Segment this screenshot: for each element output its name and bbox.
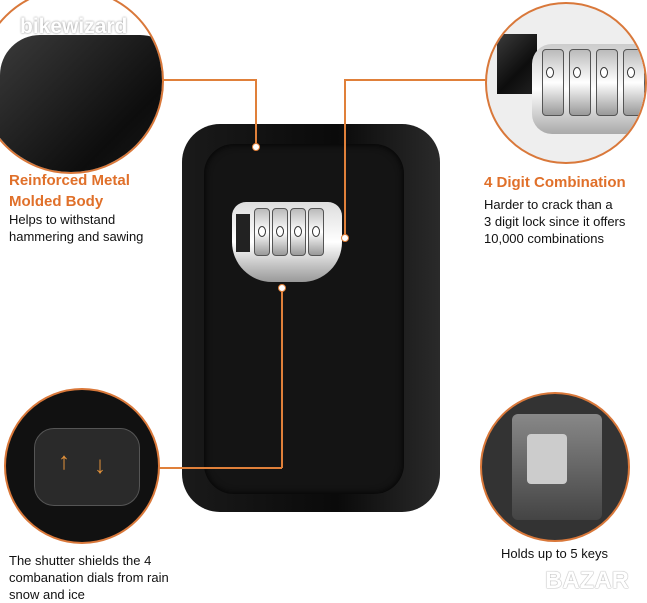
dial-detail-circle xyxy=(485,2,647,164)
shutter-desc-2: combanation dials from rain xyxy=(9,570,169,585)
body-title-2: Molded Body xyxy=(9,193,104,210)
combination-desc-1: Harder to crack than a xyxy=(484,197,613,212)
watermark-top: bikewizard xyxy=(20,15,128,38)
body-desc-1: Helps to withstand xyxy=(9,212,116,227)
lock-box-image xyxy=(182,124,440,512)
keys-desc: Holds up to 5 keys xyxy=(501,546,608,561)
body-detail-circle xyxy=(0,0,164,174)
shutter-desc-3: snow and ice xyxy=(9,587,85,602)
combination-desc-3: 10,000 combinations xyxy=(484,231,604,246)
arrow-down-icon: ↓ xyxy=(94,452,106,479)
watermark-bottom: BAZAR xyxy=(545,567,629,594)
combination-title: 4 Digit Combination xyxy=(484,174,626,191)
shutter-detail-circle: ↑ ↓ xyxy=(4,388,160,544)
combination-desc-2: 3 digit lock since it offers xyxy=(484,214,626,229)
body-title-1: Reinforced Metal xyxy=(9,172,130,189)
keys-detail-circle xyxy=(480,392,630,542)
shutter-desc-1: The shutter shields the 4 xyxy=(9,553,152,568)
body-desc-2: hammering and sawing xyxy=(9,229,144,244)
dial-window xyxy=(232,202,342,282)
arrow-up-icon: ↑ xyxy=(58,448,70,475)
